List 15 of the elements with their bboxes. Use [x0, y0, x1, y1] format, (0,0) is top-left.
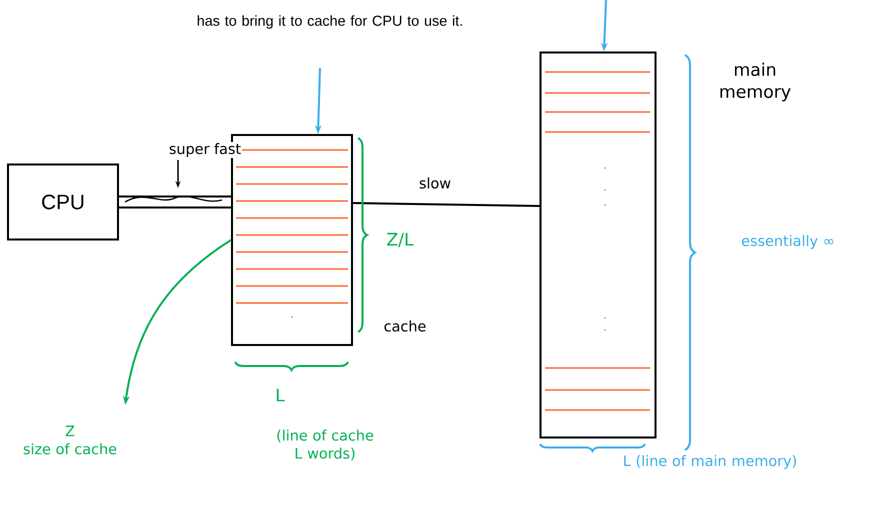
- cpu-box: CPU: [7, 164, 119, 240]
- annotation-text: essentially ∞: [742, 235, 834, 249]
- annotation-text: L (line of main memory): [624, 455, 796, 469]
- annotation-text: main memory: [720, 62, 791, 102]
- annotation-text: Z/L: [387, 232, 414, 248]
- annotation-text: Z size of cache: [24, 426, 116, 454]
- connector: [119, 196, 231, 208]
- connector: [352, 202, 540, 207]
- annotation-text: L: [276, 388, 285, 402]
- annotation-text: (line of cache L words): [277, 430, 374, 460]
- edge-label: slow: [418, 176, 452, 190]
- body-text: has to bring it to cache for CPU to use it.: [198, 15, 462, 29]
- memory-box: [540, 52, 656, 438]
- edge-label: super fast: [168, 142, 242, 158]
- annotation-text: cache: [384, 320, 426, 332]
